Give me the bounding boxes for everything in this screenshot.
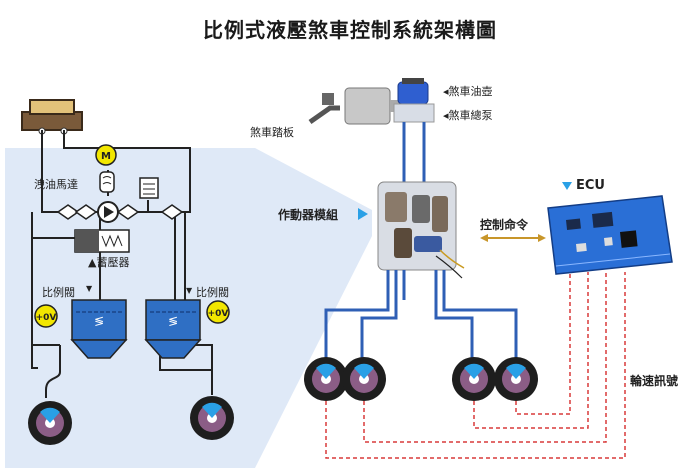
wheel-right-1-icon: [304, 357, 348, 401]
prop-valve-left-icon: ≶: [70, 299, 128, 359]
svg-text:≶: ≶: [168, 314, 178, 328]
pedal-unit-icon: [21, 99, 83, 135]
speed-signal-lines: [325, 272, 626, 459]
accumulator-label: ▲蓄壓器: [88, 256, 130, 269]
pump-icon: [97, 201, 119, 223]
ecu-label: ECU: [576, 178, 605, 193]
wheel-left-1-icon: [28, 401, 72, 445]
check-valve-icon: [56, 204, 184, 220]
prop-valve-left-arrow-icon: ▼: [86, 284, 93, 293]
voltage-left-icon: +0V: [34, 304, 58, 328]
svg-text:≶: ≶: [94, 314, 104, 328]
prop-valve-right-icon: ≶: [144, 299, 202, 359]
prop-valve-right-arrow-icon: ▼: [186, 286, 193, 295]
page-title: 比例式液壓煞車控制系統架構圖: [203, 18, 497, 42]
panel-wedge: [255, 148, 372, 468]
wheel-right-4-icon: [494, 357, 538, 401]
actuator-module-label: 作動器模組: [278, 208, 339, 222]
control-command-label: 控制命令: [480, 218, 529, 232]
pipes-lower: [324, 270, 518, 358]
svg-text:+0V: +0V: [36, 313, 57, 323]
prop-valve-left-label: 比例閥: [42, 286, 75, 299]
master-cylinder-label: ◂煞車總泵: [443, 109, 493, 122]
drain-motor-label: 洩油馬達: [34, 178, 78, 191]
spring-reservoir-icon: [139, 177, 159, 199]
svg-text:+0V: +0V: [208, 309, 229, 319]
control-command-arrow-icon: [480, 234, 546, 242]
accumulator-icon: [74, 229, 130, 253]
wheel-left-2-icon: [190, 396, 234, 440]
voltage-right-icon: +0V: [206, 300, 230, 324]
svg-text:M: M: [101, 151, 111, 162]
motor-icon: M: [95, 144, 117, 193]
ecu-board-icon: [547, 195, 673, 275]
master-cylinder-icon: [393, 78, 435, 123]
wheel-right-2-icon: [342, 357, 386, 401]
actuator-module-icon: [377, 181, 465, 279]
speed-signal-label: 輪速訊號: [630, 374, 679, 388]
brake-pedal-label: 煞車踏板: [250, 126, 294, 139]
prop-valve-right-label: 比例閥: [196, 286, 229, 299]
wheel-right-3-icon: [452, 357, 496, 401]
pipes-upper: [402, 122, 426, 182]
reservoir-label: ◂煞車油壺: [443, 85, 493, 98]
actuator-pointer-icon: [358, 208, 368, 220]
brake-pedal-icon: [308, 87, 402, 125]
ecu-pointer-icon: [562, 182, 572, 190]
